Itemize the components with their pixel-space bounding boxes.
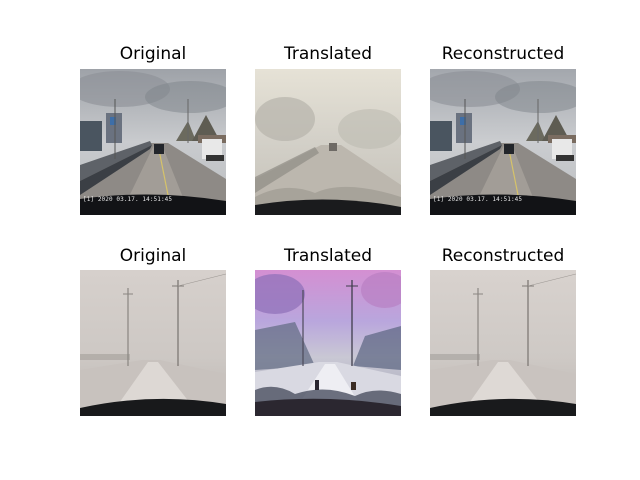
title-row2-reconstructed: Reconstructed bbox=[441, 246, 565, 266]
image-row1-original: [1] 2020 03.17. 14:51:45 bbox=[80, 69, 226, 215]
title-row2-original: Original bbox=[119, 246, 187, 266]
timestamp-overlay: [1] 2020 03.17. 14:51:45 bbox=[83, 196, 173, 203]
image-row2-translated bbox=[255, 270, 401, 416]
image-row1-translated bbox=[255, 69, 401, 215]
timestamp-overlay: [1] 2020 03.17. 14:51:45 bbox=[433, 196, 523, 203]
title-row1-original: Original bbox=[119, 44, 187, 64]
image-row1-reconstructed: [1] 2020 03.17. 14:51:45 bbox=[430, 69, 576, 215]
title-row1-reconstructed: Reconstructed bbox=[441, 44, 565, 64]
title-row1-translated: Translated bbox=[284, 44, 372, 64]
image-row2-reconstructed bbox=[430, 270, 576, 416]
image-row2-original bbox=[80, 270, 226, 416]
title-row2-translated: Translated bbox=[284, 246, 372, 266]
